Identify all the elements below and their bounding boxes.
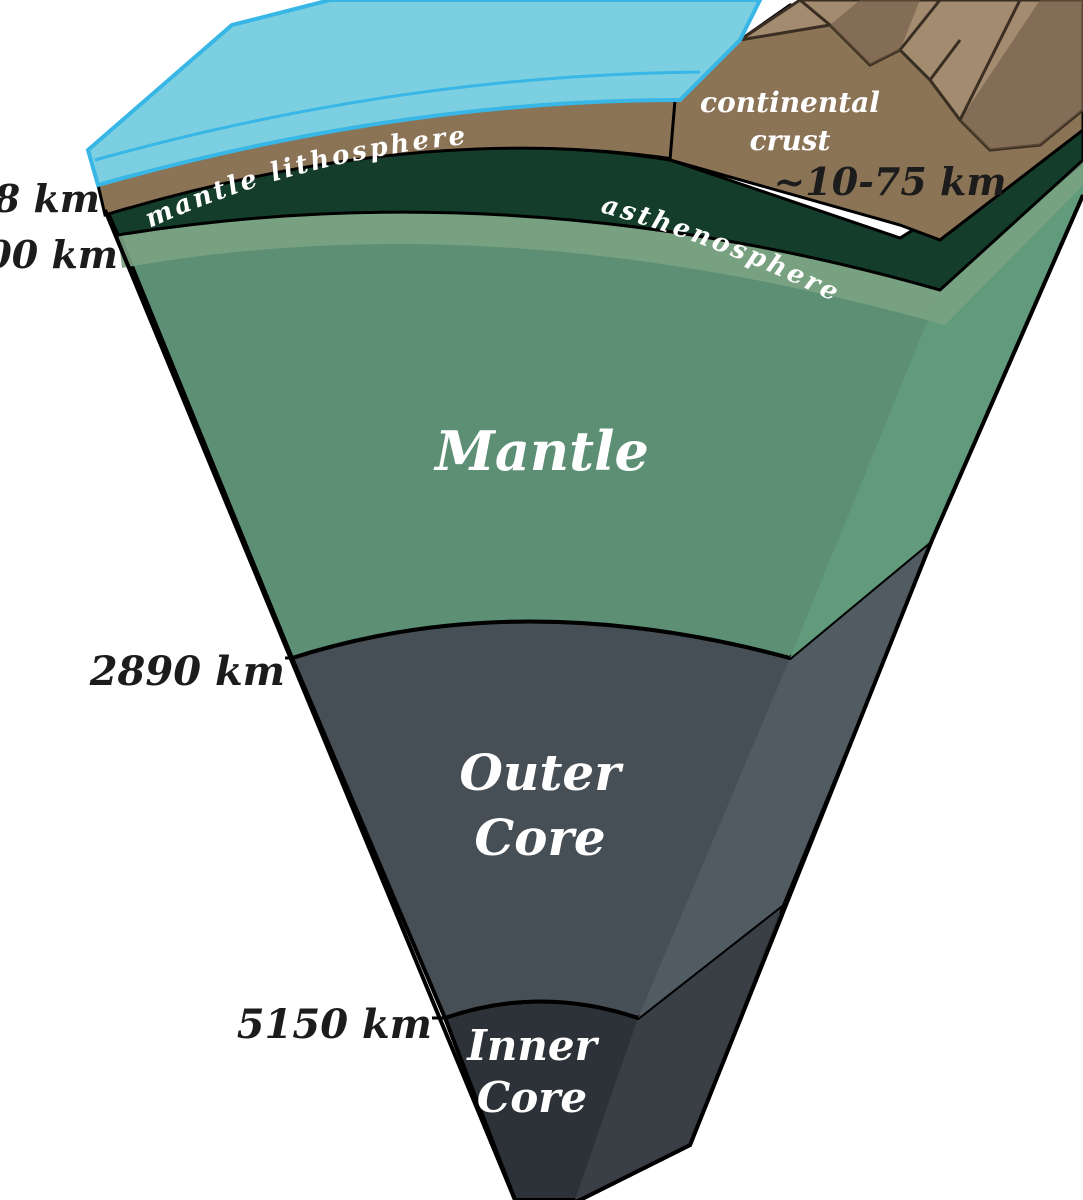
inner-core-label-line1: Inner (466, 1021, 599, 1070)
ocean-top-edge (94, 70, 701, 162)
continental-crust-label-line1: continental (700, 86, 880, 119)
asthenosphere-layer (118, 160, 1083, 325)
mountain-ridge-lines (799, 0, 1022, 121)
mountain-shading (830, 0, 1083, 150)
mantle-label: Mantle (433, 419, 649, 483)
depth-label-crust-base: 8 km (0, 176, 100, 221)
outer-core-label-line2: Core (474, 808, 605, 867)
outer-core-side (638, 540, 932, 1018)
outer-core-label-line1: Outer (459, 743, 624, 802)
mantle-side (790, 165, 1083, 658)
continental-crust-label-line2: crust (750, 124, 831, 157)
inner-core-side (575, 905, 782, 1200)
crust-depth-label: ~10-75 km (773, 159, 1006, 204)
depth-label-mantle-base: 2890 km (89, 648, 285, 695)
depth-label-lithosphere-base: 00 km (0, 232, 118, 277)
wedge-outline (103, 194, 1083, 1200)
inner-core-label-line2: Core (477, 1073, 587, 1122)
depth-label-outer-core-base: 5150 km (237, 1001, 432, 1048)
